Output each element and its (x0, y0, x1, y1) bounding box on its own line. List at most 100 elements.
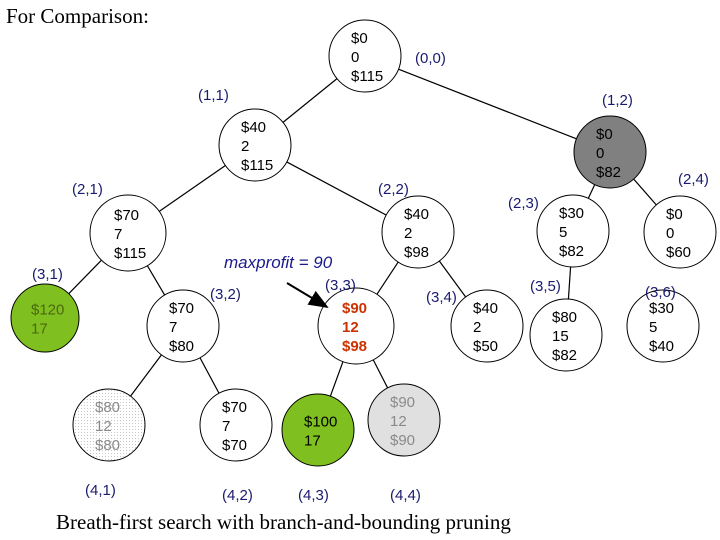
node-circle (89, 194, 167, 272)
node-value: $115 (241, 157, 273, 174)
node-circle (536, 194, 610, 268)
node-label: (3,6) (645, 284, 676, 301)
tree-edge (398, 68, 577, 140)
node-value: 2 (404, 225, 412, 242)
node-label: (3,4) (426, 289, 457, 306)
annotation-layer: maxprofit = 90 (224, 253, 333, 309)
node-label: (2,3) (508, 195, 539, 212)
node-circle (381, 195, 455, 269)
node-value: $80 (552, 309, 577, 326)
tree-node: $40 2 $50 (3,4) (426, 289, 524, 363)
tree-edge (329, 361, 344, 397)
node-value: 2 (241, 138, 249, 155)
tree-node: $707$80(3,2) (146, 286, 241, 363)
node-label: (4,4) (390, 487, 421, 504)
maxprofit-annotation: maxprofit = 90 (224, 253, 333, 272)
node-label: (4,3) (298, 487, 329, 504)
node-value: 5 (559, 224, 567, 241)
node-value: $50 (473, 338, 498, 355)
node-value: 12 (342, 319, 359, 336)
node-value: $70 (222, 399, 247, 416)
node-label: (4,2) (222, 487, 253, 504)
node-circle (573, 115, 647, 189)
tree-node: $402$115(1,1) (198, 87, 292, 182)
node-value: $40 (649, 338, 674, 355)
node-value: $40 (241, 119, 266, 136)
node-value: 7 (222, 418, 230, 435)
node-label: (2,2) (378, 181, 409, 198)
node-circle (529, 298, 603, 372)
node-value: $82 (596, 164, 621, 181)
node-circle (10, 283, 80, 353)
tree-edge (130, 354, 162, 397)
node-circle (199, 388, 273, 462)
node-value: 0 (666, 225, 674, 242)
tree-node: $707$115(2,1) (72, 181, 167, 272)
tree-edge (286, 161, 387, 216)
node-value: 12 (390, 413, 407, 430)
node-value: $0 (596, 126, 613, 143)
tree-node: $90 12 $90 (4,4) (367, 383, 441, 504)
slide-title: For Comparison: (6, 4, 149, 28)
node-value: 7 (114, 226, 122, 243)
node-label: (0,0) (415, 50, 446, 67)
node-value: $30 (559, 205, 584, 222)
node-value: 17 (304, 433, 321, 450)
node-value: $30 (649, 300, 674, 317)
node-label: (4,1) (85, 482, 116, 499)
node-value: $90 (390, 394, 415, 411)
node-label: (3,3) (325, 277, 356, 294)
node-label: (3,1) (32, 266, 63, 283)
tree-edge (158, 165, 226, 212)
node-value: $70 (114, 207, 139, 224)
tree-node: $305$40(3,6) (626, 284, 700, 363)
node-label: (2,4) (678, 171, 709, 188)
node-value: 0 (596, 145, 604, 162)
tree-edge (282, 78, 338, 123)
node-value: $82 (552, 347, 577, 364)
node-value: 17 (31, 321, 48, 338)
node-value: $40 (404, 206, 429, 223)
node-value: $80 (95, 437, 120, 454)
node-value: $40 (473, 300, 498, 317)
node-value: $60 (666, 244, 691, 261)
node-value: $115 (351, 68, 383, 85)
tree-node: $00$115(0,0) (328, 19, 446, 93)
nodes-layer: $00$115(0,0)$402$115(1,1)$00$82(1,2)$707… (10, 19, 717, 504)
node-circle (626, 289, 700, 363)
node-label: (1,2) (602, 92, 633, 109)
tree-node: $0 0 $60 (2,4) (643, 171, 717, 269)
node-value: $82 (559, 243, 584, 260)
node-value: $0 (666, 206, 683, 223)
node-value: $90 (390, 432, 415, 449)
node-circle (218, 108, 292, 182)
edges-layer (68, 68, 657, 397)
node-label: (2,1) (72, 181, 103, 198)
tree-edge (199, 357, 220, 394)
node-value: 7 (169, 319, 177, 336)
node-circle (281, 393, 355, 467)
node-value: 2 (473, 319, 481, 336)
node-value: $70 (222, 437, 247, 454)
node-value: $98 (342, 338, 367, 355)
node-label: (3,5) (530, 278, 561, 295)
node-value: 12 (95, 418, 112, 435)
tree-edge (376, 261, 399, 295)
node-value: 0 (351, 49, 359, 66)
node-circle (643, 195, 717, 269)
tree-node: $70 7 $70 (4,2) (199, 388, 273, 504)
node-circle (317, 287, 395, 365)
tree-node: $30 5 $82 (2,3) (508, 194, 610, 268)
node-circle (146, 289, 220, 363)
tree-edge (68, 259, 102, 295)
tree-edge (438, 260, 467, 298)
slide-caption: Breath-first search with branch-and-boun… (56, 510, 511, 534)
node-value: $80 (169, 338, 194, 355)
node-circle (367, 383, 441, 457)
